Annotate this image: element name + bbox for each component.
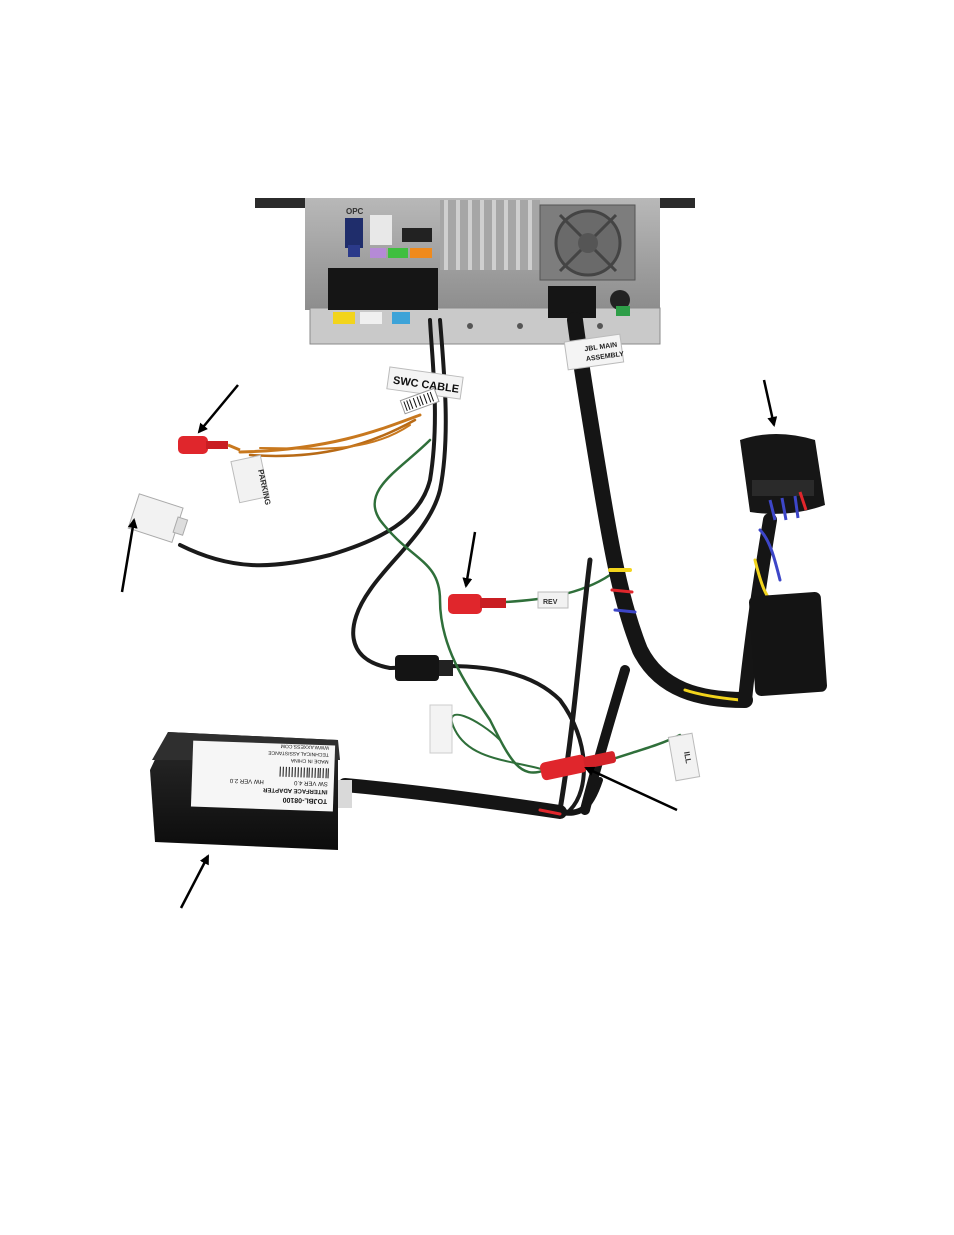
box-label-5: MADE IN CHINA [290,757,329,764]
blue-connector [392,312,410,324]
swc-cable-tag: SWC CABLE [386,366,464,415]
annotation-arrows [120,379,778,909]
box-label-7: WWW.AXXESS.COM [281,743,330,751]
white-connector-top [360,312,382,324]
arrow-ill-wire [584,766,678,812]
arrow-vehicle-harness [762,379,778,427]
parking-red-connector [178,436,241,454]
opc-label: OPC [346,207,364,216]
vehicle-connector [740,434,825,521]
ill-red-connector [540,751,617,781]
radio-chassis: OPC [255,198,695,345]
white-connector [127,493,189,543]
box-label-2: INTERFACE ADAPTER [262,786,327,794]
box-label-6: TECHNICAL ASSISTANCE [268,749,329,757]
jbl-main-tag: JBL MAIN ASSEMBLY [563,333,625,371]
harness-module [749,592,827,696]
arrow-interface-box [179,854,210,909]
usb-port [402,228,432,242]
parking-tag: PARKING [230,454,272,506]
box-label-4: HW VER 2.0 [229,777,264,784]
green-connector [388,248,408,258]
arrow-green-wire [462,531,477,588]
white-clip [370,215,392,245]
box-label-3: SW VER 4.0 [293,779,328,786]
arrow-white-connector [120,518,138,593]
purple-connector [370,248,386,258]
interface-adapter-box: TOJBL-08100 INTERFACE ADAPTER SW VER 4.0… [150,732,352,850]
yellow-connector [333,312,355,324]
green-wire-red-connector [448,594,506,614]
box-label-1: TOJBL-08100 [282,796,327,805]
main-harness-plug [328,268,438,310]
round-port [610,290,630,310]
cooling-fan [539,204,636,281]
green-wire-tag-label: REV [543,599,558,606]
antenna-port: OPC [345,207,364,257]
orange-connector [410,248,432,258]
green-wire-tag: REV [537,591,569,609]
jbl-main-label-1: JBL MAIN [584,342,618,354]
arrow-parking-wire [197,384,239,434]
inline-black-plug [395,655,453,681]
ill-label: ILL [682,751,693,764]
white-tag-lower [429,704,453,754]
ill-tag: ILL [667,732,701,782]
